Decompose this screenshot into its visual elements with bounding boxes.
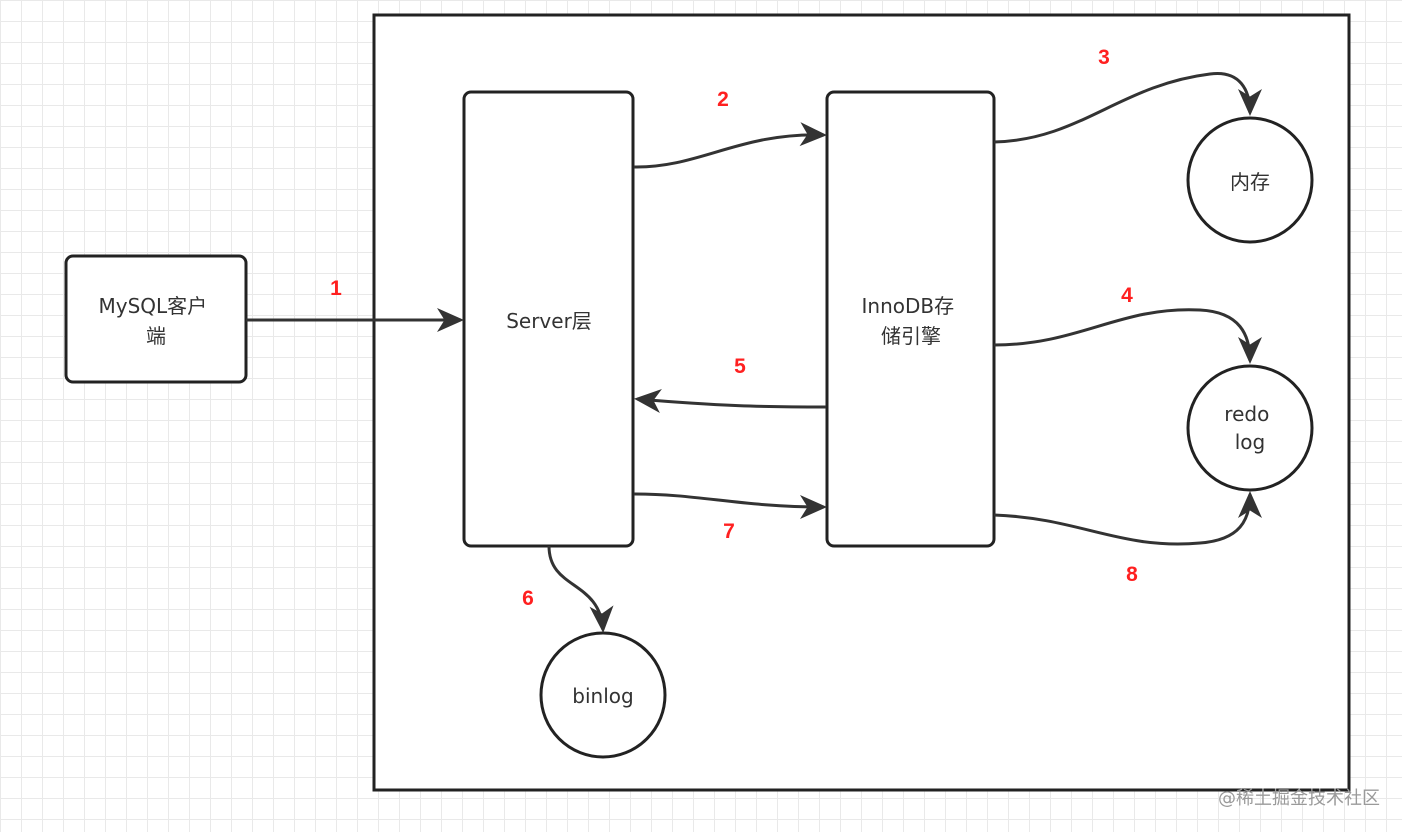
binlog-circle xyxy=(539,631,667,759)
binlog-label: binlog xyxy=(572,684,633,708)
step-label-7: 7 xyxy=(723,520,735,543)
edge-3-innodb-to-memory xyxy=(993,72,1262,144)
client-label: MySQL客户 端 xyxy=(98,294,213,348)
step-label-4: 4 xyxy=(1121,284,1133,307)
step-label-3: 3 xyxy=(1098,46,1110,69)
edge-5-innodb-to-server xyxy=(634,389,827,413)
memory-label: 内存 xyxy=(1230,170,1270,194)
edge-6-server-to-binlog xyxy=(547,545,614,633)
server-label: Server层 xyxy=(506,309,592,333)
innodb-label: InnoDB存 储引擎 xyxy=(862,294,961,348)
edge-7-server-to-innodb xyxy=(633,492,827,519)
redolog-circle xyxy=(1186,364,1314,492)
client-box xyxy=(64,254,248,384)
step-label-2: 2 xyxy=(717,88,729,111)
edge-4-innodb-to-redolog xyxy=(993,308,1262,364)
step-label-1: 1 xyxy=(330,277,342,300)
step-label-8: 8 xyxy=(1126,563,1138,586)
step-label-5: 5 xyxy=(734,355,746,378)
edge-8-innodb-to-redolog xyxy=(993,491,1262,546)
innodb-box xyxy=(825,90,996,548)
watermark-text: @稀土掘金技术社区 xyxy=(1218,788,1380,809)
memory-circle xyxy=(1186,116,1314,244)
edge-2-server-to-innodb xyxy=(633,122,827,169)
redolog-label: redo log xyxy=(1224,402,1275,454)
step-label-6: 6 xyxy=(522,587,534,610)
